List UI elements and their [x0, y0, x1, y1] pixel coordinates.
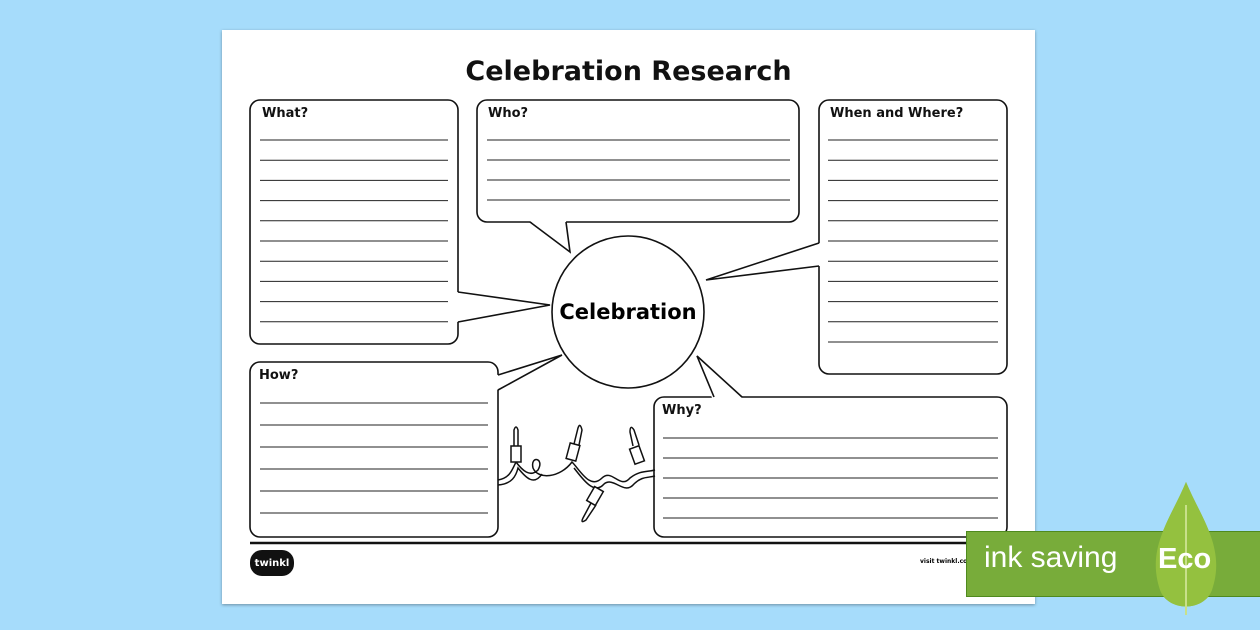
- page-title: Celebration Research: [465, 56, 792, 87]
- who-label: Who?: [488, 106, 529, 121]
- what-tail: [457, 292, 550, 322]
- why-box: [653, 396, 1008, 538]
- eco-label: Eco: [1158, 543, 1212, 575]
- twinkl-logo: twinkl: [250, 550, 294, 576]
- center-label: Celebration: [559, 300, 697, 324]
- who-box: [476, 99, 800, 223]
- when-where-label: When and Where?: [830, 106, 964, 121]
- center-circle: [551, 235, 705, 389]
- ink-saving-text: ink saving: [984, 541, 1118, 574]
- how-box: [249, 361, 499, 538]
- why-label: Why?: [662, 403, 702, 418]
- when-where-box: [818, 99, 1008, 375]
- what-box: [249, 99, 459, 345]
- visit-link[interactable]: visit twinkl.co: [920, 558, 968, 565]
- string-lights: [497, 424, 656, 523]
- what-label: What?: [262, 106, 309, 121]
- how-label: How?: [259, 368, 299, 383]
